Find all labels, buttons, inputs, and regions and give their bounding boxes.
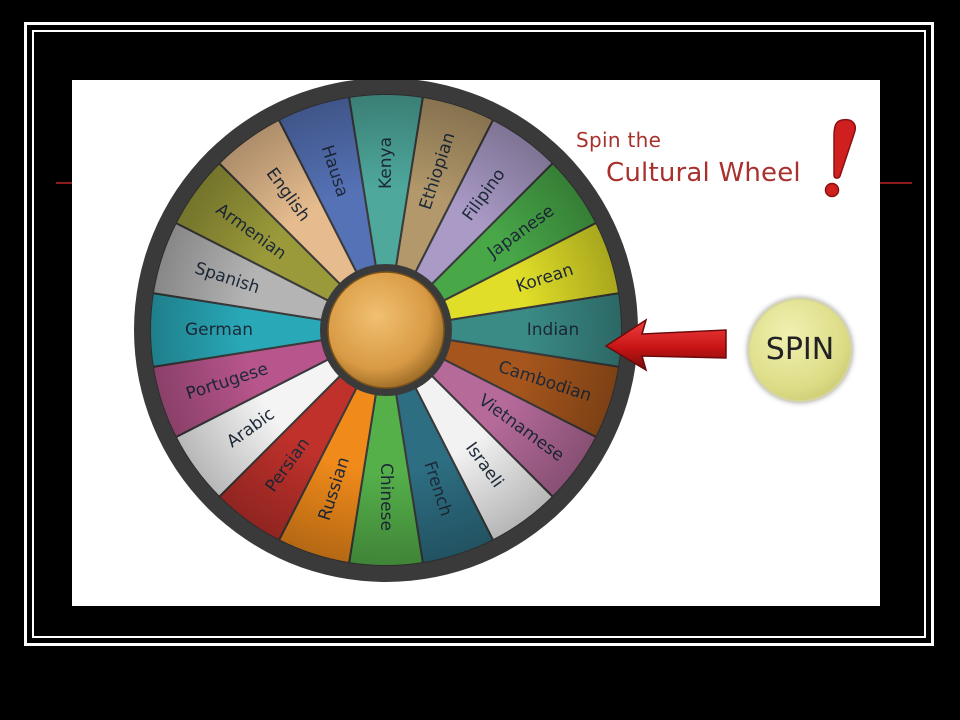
outer-frame <box>24 22 934 646</box>
exclamation-icon <box>824 118 856 198</box>
accent-line-right <box>880 182 912 184</box>
title-line-2: Cultural Wheel <box>606 158 801 188</box>
slide-canvas: IndianCambodianVietnameseIsraeliFrenchCh… <box>72 80 880 606</box>
wheel-hub <box>327 271 445 389</box>
title-line-1: Spin the <box>576 128 662 152</box>
accent-line-left <box>56 182 72 184</box>
spin-button-label: SPIN <box>765 332 835 367</box>
inner-frame <box>32 30 926 638</box>
cultural-wheel[interactable]: IndianCambodianVietnameseIsraeliFrenchCh… <box>72 80 880 606</box>
pointer-arrow-icon <box>604 318 727 372</box>
spin-button[interactable]: SPIN <box>748 298 852 402</box>
